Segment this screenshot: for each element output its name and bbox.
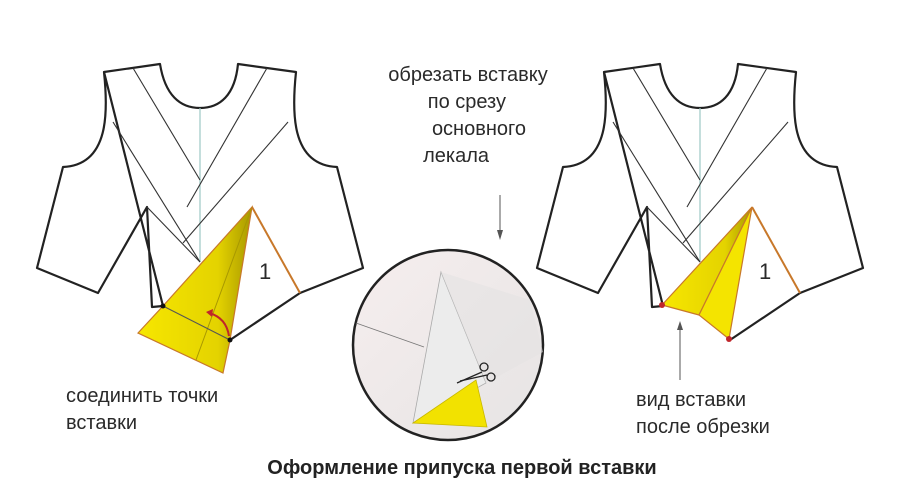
top-note-line: лекала [423, 145, 489, 167]
magnified-circle [351, 248, 545, 442]
top-note-line: основного [431, 118, 526, 140]
right-caption-line: вид вставки [636, 389, 747, 411]
figure-title: Оформление припуска первой вставки [267, 457, 657, 479]
left-caption: соединить точки вставки [66, 383, 218, 437]
scissors-icon [456, 362, 496, 384]
top-note: обрезать вставку по срезу основного лека… [368, 62, 568, 170]
down-arrow-icon [497, 195, 503, 240]
insert-label-right: 1 [759, 259, 772, 284]
top-note-line: по срезу [427, 91, 506, 113]
right-bodice-pattern [535, 62, 865, 380]
top-note-line: обрезать вставку [388, 64, 548, 86]
yellow-insert-unfolded [137, 205, 253, 374]
left-caption-line: соединить точки [66, 385, 219, 407]
insert-label-left: 1 [259, 259, 272, 284]
right-caption-line: после обрезки [636, 416, 770, 438]
left-bodice-pattern [35, 62, 365, 374]
yellow-insert-cut [411, 379, 488, 428]
left-caption-line: вставки [66, 412, 138, 434]
right-caption: вид вставки после обрезки [636, 387, 770, 441]
